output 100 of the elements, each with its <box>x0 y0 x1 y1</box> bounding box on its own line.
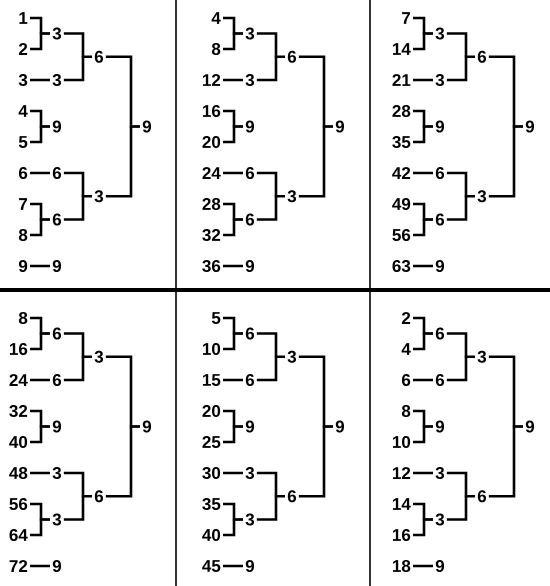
number: 56 <box>9 498 28 510</box>
bracket-line <box>30 32 50 50</box>
bracket-line <box>106 125 140 198</box>
number: 1 <box>19 12 28 24</box>
number: 28 <box>392 104 410 118</box>
number: 5 <box>18 136 28 148</box>
bracket-line <box>223 332 243 350</box>
number: 10 <box>202 342 220 356</box>
bracket-line <box>106 425 140 498</box>
dash-line <box>30 472 50 474</box>
number: 8 <box>402 404 410 418</box>
number: 40 <box>9 436 28 448</box>
bracket-line <box>413 518 433 536</box>
bracket-line <box>256 355 285 382</box>
bracket-line <box>30 518 50 536</box>
bracket-line <box>256 494 285 521</box>
number: 14 <box>392 43 411 55</box>
bracket-line <box>223 518 243 536</box>
number: 35 <box>392 136 410 148</box>
number: 72 <box>10 560 28 572</box>
number: 16 <box>392 528 410 542</box>
bracket-line <box>64 194 92 221</box>
number: 3 <box>288 190 296 202</box>
dash-line <box>30 78 50 82</box>
dash-line <box>223 264 243 268</box>
bracket-line <box>64 55 92 82</box>
number: 9 <box>246 420 254 433</box>
dash-line <box>30 378 50 382</box>
number: 9 <box>52 420 62 433</box>
number: 20 <box>202 136 220 148</box>
number: 8 <box>18 228 28 242</box>
number: 6 <box>246 374 254 386</box>
bracket-line <box>223 218 243 236</box>
number: 16 <box>202 104 220 118</box>
number: 9 <box>436 560 444 572</box>
number: 9 <box>436 260 444 272</box>
bracket-line <box>413 125 433 144</box>
bracket-line <box>446 494 475 521</box>
number: 63 <box>392 260 410 272</box>
number: 3 <box>52 466 62 480</box>
number: 36 <box>202 260 220 272</box>
bracket-line <box>30 125 50 144</box>
number: 6 <box>436 374 444 386</box>
number: 32 <box>202 228 220 242</box>
bracket-line <box>413 332 433 350</box>
number: 6 <box>18 166 28 180</box>
number: 21 <box>392 74 410 86</box>
number: 30 <box>202 466 220 480</box>
number: 6 <box>288 490 296 502</box>
number: 9 <box>52 120 62 133</box>
number: 8 <box>18 312 28 324</box>
number: 16 <box>10 342 28 356</box>
bracket-line <box>488 425 523 498</box>
number: 56 <box>392 228 410 242</box>
dash-line <box>30 264 50 268</box>
number: 9 <box>246 260 254 272</box>
number: 14 <box>392 498 411 510</box>
number: 9 <box>52 260 62 272</box>
number: 6 <box>436 213 444 226</box>
number: 8 <box>212 42 220 56</box>
number: 28 <box>202 198 220 210</box>
dash-line <box>223 564 243 568</box>
number: 6 <box>52 213 62 226</box>
number: 6 <box>478 490 486 502</box>
dash-line <box>30 564 50 568</box>
dash-line <box>223 78 243 82</box>
number: 6 <box>52 166 62 180</box>
number: 3 <box>18 74 28 86</box>
number: 3 <box>52 27 62 40</box>
number: 32 <box>9 404 28 418</box>
number: 12 <box>392 467 410 479</box>
bracket-line <box>256 194 285 221</box>
number: 3 <box>288 350 296 363</box>
bracket-line <box>413 32 433 50</box>
dash-line <box>413 564 433 568</box>
dash-line <box>30 172 50 174</box>
number: 3 <box>246 74 254 86</box>
number: 3 <box>246 513 254 526</box>
number: 3 <box>478 350 486 363</box>
number: 9 <box>246 560 254 572</box>
number: 3 <box>478 190 486 202</box>
bracket-line <box>64 494 92 521</box>
number: 3 <box>52 74 62 86</box>
number: 9 <box>246 120 254 133</box>
dash-line <box>413 78 433 82</box>
number: 3 <box>94 350 104 363</box>
number: 9 <box>336 420 344 433</box>
number: 6 <box>288 50 296 63</box>
bracket-line <box>298 425 333 498</box>
number: 3 <box>246 27 254 40</box>
bracket-line <box>64 355 92 382</box>
number: 4 <box>402 343 411 355</box>
number: 64 <box>10 528 28 542</box>
number: 5 <box>212 312 220 324</box>
number: 3 <box>246 466 254 480</box>
number: 3 <box>436 27 444 40</box>
number: 6 <box>246 327 254 340</box>
number: 3 <box>436 74 444 86</box>
number: 6 <box>436 327 444 340</box>
bracket-line <box>30 332 50 350</box>
